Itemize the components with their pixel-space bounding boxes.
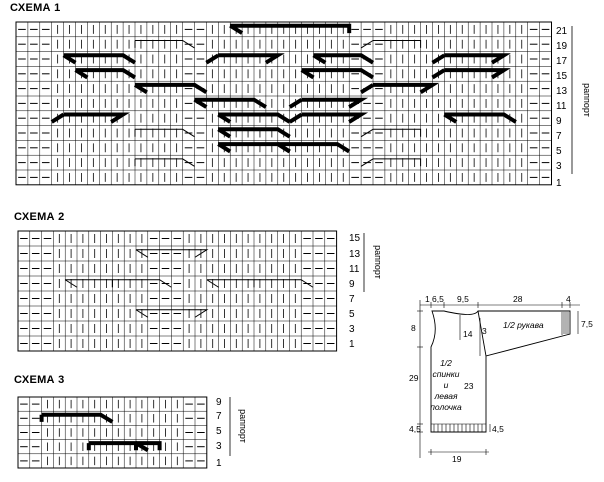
dimension-lines — [417, 300, 580, 458]
dim-top-b: 9,5 — [457, 294, 469, 304]
schema2-row-label: 11 — [349, 264, 360, 275]
body-label-line: спинки — [432, 369, 459, 379]
dim-hem-right: 4,5 — [492, 424, 504, 434]
dim-top-d: 4 — [566, 294, 571, 304]
schema1-row-label: 3 — [556, 161, 562, 172]
schema1-row-label: 9 — [556, 116, 562, 127]
sleeve-label: 1/2 рукава — [503, 320, 544, 330]
schema1-chart — [15, 21, 552, 186]
cable-symbol — [134, 441, 162, 451]
cable-symbol — [74, 68, 137, 80]
dim-left-top: 8 — [411, 323, 416, 333]
cable-symbol — [50, 112, 131, 124]
sleeve-seam — [477, 310, 487, 357]
schema2-repeat-label: раппорт — [373, 245, 383, 279]
cable-symbol — [300, 68, 375, 80]
cable-symbol — [111, 279, 172, 288]
schema2-chart — [17, 230, 338, 352]
schema1-row-label: 19 — [556, 41, 568, 52]
cable-symbol — [135, 309, 209, 318]
schema1-row-label: 17 — [556, 56, 568, 67]
cable-symbol — [431, 68, 511, 80]
body-label-line: левая — [433, 391, 457, 401]
dim-left-main: 29 — [409, 373, 419, 383]
schema2-row-labels: 15 13 11 9 7 5 3 1 — [349, 233, 361, 350]
schema2-row-label: 9 — [349, 279, 355, 290]
cable-symbol — [39, 412, 114, 424]
schema3-chart — [17, 396, 208, 469]
cable-symbol — [205, 53, 285, 65]
cable-symbol — [312, 53, 375, 65]
body-label-line: и — [444, 380, 449, 390]
cable-symbol — [133, 82, 208, 94]
body-label-line: 1/2 — [440, 358, 452, 368]
schema3-repeat-label: раппорт — [238, 409, 248, 443]
schema1-repeat-label: раппорт — [582, 83, 592, 117]
schema1-title: СХЕМА 1 — [10, 2, 61, 14]
schema2-row-label: 5 — [349, 309, 355, 320]
cable-symbol — [135, 249, 209, 258]
schema1-row-label: 21 — [556, 26, 568, 37]
schema1-row-label: 7 — [556, 131, 562, 142]
cable-symbol — [288, 112, 369, 124]
body-label-line: полочка — [430, 402, 462, 412]
schema3-row-label: 1 — [216, 458, 222, 469]
schema3-title: СХЕМА 3 — [14, 374, 65, 386]
cable-symbol — [360, 158, 422, 167]
dim-top-a: 6,5 — [432, 294, 444, 304]
schema3-row-labels: 9 7 5 3 1 — [216, 397, 222, 469]
cable-symbol — [276, 142, 351, 154]
cable-symbol — [431, 53, 511, 65]
dim-left-bottom: 4,5 — [409, 424, 421, 434]
schema1-row-label: 5 — [556, 146, 562, 157]
schema1-row-labels: 21 19 17 15 13 11 9 7 5 3 1 — [556, 26, 568, 189]
garment-outline — [430, 310, 571, 433]
hem-ribbing — [431, 423, 486, 432]
body-label: 1/2 спинки и левая полочка — [430, 358, 462, 412]
cable-symbol — [134, 40, 195, 49]
cable-symbol — [193, 97, 267, 109]
cable-symbol — [253, 279, 314, 288]
schema2-title: СХЕМА 2 — [14, 211, 65, 223]
cable-symbol — [360, 82, 440, 94]
cable-symbol — [134, 128, 195, 138]
cable-symbol — [360, 128, 422, 138]
schema1-row-label: 11 — [556, 101, 567, 112]
schema3-row-label: 5 — [216, 426, 222, 437]
schema1-row-label: 1 — [556, 178, 562, 189]
cable-symbol — [62, 53, 137, 65]
schema2-row-label: 13 — [349, 249, 361, 260]
cuff-ribbing — [561, 312, 569, 335]
schema3-row-label: 3 — [216, 441, 222, 452]
garment-pattern — [417, 300, 580, 458]
schema2-row-label: 1 — [349, 339, 355, 350]
schema2-row-label: 15 — [349, 233, 361, 244]
dim-cuff: 7,5 — [581, 319, 593, 329]
dim-sleeve-drop: 3 — [482, 326, 487, 336]
dim-bottom-width: 19 — [452, 454, 462, 464]
dim-body-height: 23 — [464, 381, 474, 391]
cable-symbol — [229, 23, 352, 35]
cable-symbol — [360, 40, 422, 49]
schema1-row-label: 15 — [556, 71, 568, 82]
cable-symbol — [134, 158, 195, 167]
cable-symbol — [217, 112, 291, 124]
dim-neck: 14 — [463, 329, 473, 339]
cable-symbol — [288, 97, 369, 109]
cable-symbol — [217, 127, 291, 139]
dim-top-c: 28 — [513, 294, 523, 304]
dim-top-left: 1 — [425, 294, 430, 304]
schema3-row-label: 7 — [216, 411, 222, 422]
cable-symbol — [443, 112, 517, 124]
schema3-row-label: 9 — [216, 397, 222, 408]
schema2-row-label: 7 — [349, 294, 355, 305]
schema2-row-label: 3 — [349, 324, 355, 335]
schema1-row-label: 13 — [556, 86, 568, 97]
